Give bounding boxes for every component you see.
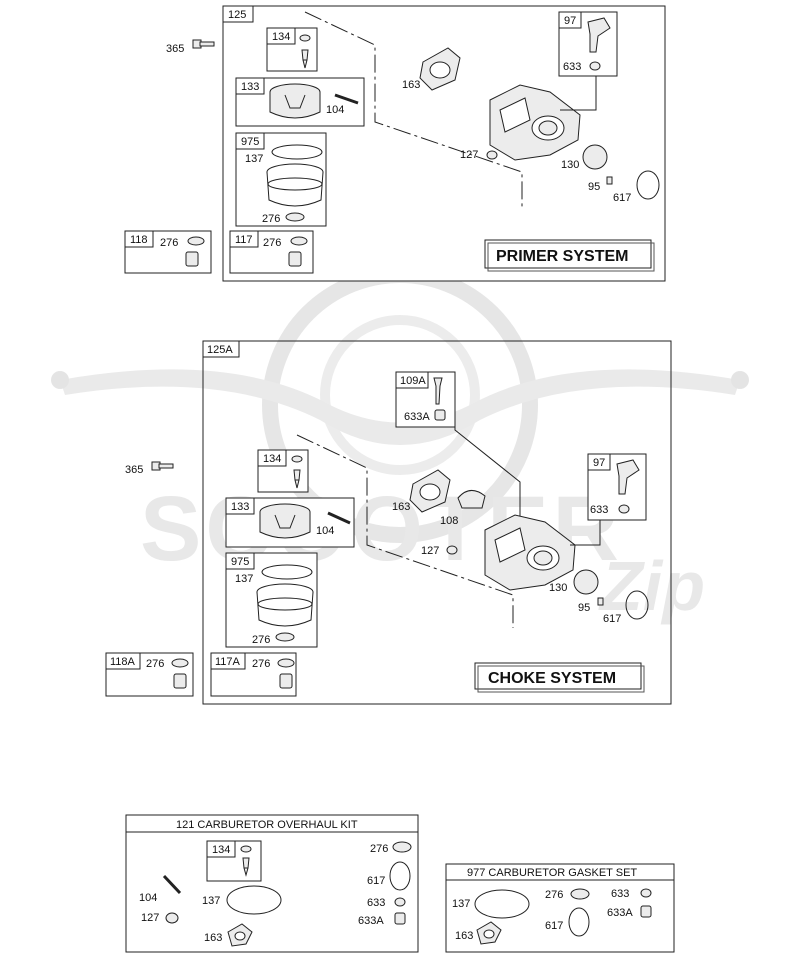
- nut-118: [185, 251, 199, 267]
- primer-needle: [301, 49, 309, 69]
- plug-127: [486, 150, 498, 160]
- primer-title: PRIMER SYSTEM: [496, 248, 628, 265]
- washer-276: [285, 212, 305, 222]
- k-label-633A: 633A: [358, 915, 384, 927]
- c-label-118A: 118A: [110, 656, 136, 668]
- float: [269, 83, 321, 119]
- label-617: 617: [613, 192, 631, 204]
- label-633: 633: [563, 61, 581, 73]
- label-117: 117: [235, 234, 253, 246]
- screw-95: [606, 176, 613, 185]
- c-label-134: 134: [263, 453, 281, 465]
- gasket-set-title: 977 CARBURETOR GASKET SET: [467, 867, 637, 879]
- carburetor-body: [489, 84, 581, 161]
- c-label-276: 276: [252, 634, 270, 646]
- watermark-script: Zip: [598, 547, 705, 625]
- c-label-130: 130: [549, 582, 567, 594]
- label-127: 127: [460, 149, 478, 161]
- c-label-133: 133: [231, 501, 249, 513]
- k-label-137: 137: [202, 895, 220, 907]
- primer-title-box: [484, 239, 652, 269]
- label-365: 365: [166, 43, 184, 55]
- g-label-633A: 633A: [607, 907, 633, 919]
- o-ring-137: [271, 144, 323, 160]
- leader-97: [560, 76, 597, 111]
- c-label-617: 617: [603, 613, 621, 625]
- label-975: 975: [241, 136, 259, 148]
- gasket-set-panel: 977 CARBURETOR GASKET SET 137 163 276 61…: [445, 863, 675, 953]
- label-104: 104: [326, 104, 344, 116]
- g-label-163: 163: [455, 930, 473, 942]
- label-95: 95: [588, 181, 600, 193]
- primer-assembly-box: [222, 5, 254, 23]
- c-label-95: 95: [578, 602, 590, 614]
- choke-title: CHOKE SYSTEM: [488, 670, 616, 687]
- label-118-276: 276: [160, 237, 178, 249]
- choke-frame: [202, 340, 672, 705]
- g-label-276: 276: [545, 889, 563, 901]
- c-label-127: 127: [421, 545, 439, 557]
- c-label-633: 633: [590, 504, 608, 516]
- g-label-617: 617: [545, 920, 563, 932]
- pin-104: [334, 93, 359, 105]
- label-134: 134: [272, 31, 290, 43]
- c-carburetor-body: [484, 514, 576, 591]
- g-label-633: 633: [611, 888, 629, 900]
- c-label-137: 137: [235, 573, 253, 585]
- c-screw-365: [151, 461, 174, 471]
- choke-assembly-label: 125A: [207, 344, 233, 356]
- c-label-633A: 633A: [404, 411, 430, 423]
- label-137: 137: [245, 153, 263, 165]
- ring-617: [636, 170, 660, 200]
- k-label-276: 276: [370, 843, 388, 855]
- k-label-127: 127: [141, 912, 159, 924]
- primer-cap: [299, 34, 311, 42]
- c-label-117A-276: 276: [252, 658, 270, 670]
- nut-117: [288, 251, 302, 267]
- k-label-134: 134: [212, 844, 230, 856]
- k-label-163: 163: [204, 932, 222, 944]
- c-leader-main: [296, 434, 514, 628]
- label-133: 133: [241, 81, 259, 93]
- choke-system-diagram: 125A 365 134 133 104 975 137 276: [105, 340, 672, 705]
- primer-assembly-label: 125: [228, 9, 246, 21]
- c-plate-108: [457, 490, 486, 509]
- label-276: 276: [262, 213, 280, 225]
- c-label-97: 97: [593, 457, 605, 469]
- c-label-365: 365: [125, 464, 143, 476]
- screw-365: [192, 39, 215, 49]
- c-label-118A-276: 276: [146, 658, 164, 670]
- k-label-617: 617: [367, 875, 385, 887]
- valve-130: [582, 144, 608, 170]
- k-label-633: 633: [367, 897, 385, 909]
- overhaul-kit-panel: 121 CARBURETOR OVERHAUL KIT 134 104 127 …: [125, 814, 419, 953]
- leader-primer-main: [304, 11, 523, 208]
- label-118: 118: [130, 234, 148, 246]
- watermark: SCOOTER Zip: [51, 267, 749, 625]
- seal-633: [589, 61, 601, 71]
- g-label-137: 137: [452, 898, 470, 910]
- c-label-163: 163: [392, 501, 410, 513]
- label-130: 130: [561, 159, 579, 171]
- c-label-109A: 109A: [400, 375, 426, 387]
- choke-lever: [587, 17, 611, 53]
- c-label-117A: 117A: [215, 656, 241, 668]
- c-label-108: 108: [440, 515, 458, 527]
- label-97: 97: [564, 15, 576, 27]
- choke-title-box: [474, 662, 642, 690]
- label-163: 163: [402, 79, 420, 91]
- label-117-276: 276: [263, 237, 281, 249]
- c-label-104: 104: [316, 525, 334, 537]
- c-label-975: 975: [231, 556, 249, 568]
- overhaul-kit-title: 121 CARBURETOR OVERHAUL KIT: [176, 819, 358, 831]
- fuel-bowl: [266, 163, 324, 207]
- k-label-104: 104: [139, 892, 157, 904]
- primer-system-diagram: 125 365 134 133 104 975 137: [124, 5, 666, 282]
